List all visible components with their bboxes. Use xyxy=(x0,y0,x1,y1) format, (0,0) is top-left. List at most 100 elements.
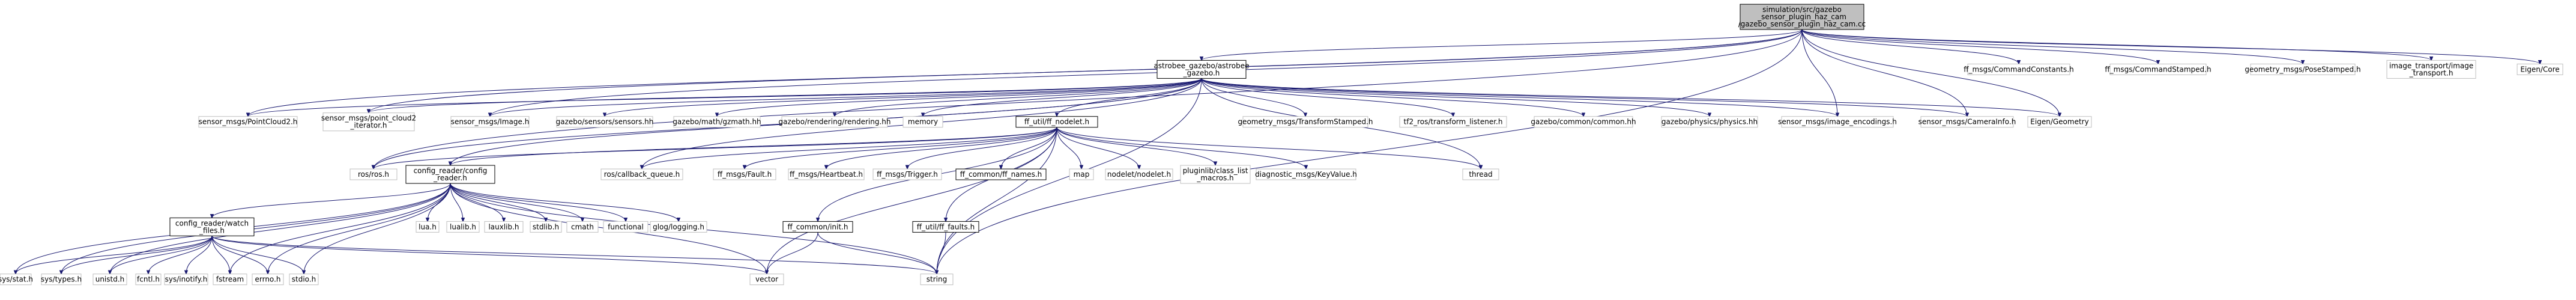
node-label: sensor_msgs/PointCloud2.h xyxy=(199,118,298,126)
node-label: astrobee_gazebo/astrobee xyxy=(1153,61,1249,70)
node-gz-math: gazebo/math/gzmath.hh xyxy=(673,116,761,128)
node-ff-faults[interactable]: ff_util/ff_faults.h xyxy=(912,221,979,233)
node-box xyxy=(1256,168,1356,180)
node-box xyxy=(603,221,649,233)
node-box xyxy=(405,165,495,184)
node-label: stdlib.h xyxy=(533,222,559,231)
node-ff-cmd-stamped: ff_msgs/CommandStamped.h xyxy=(2105,63,2212,75)
node-ff-init[interactable]: ff_common/init.h xyxy=(782,221,853,233)
node-tf2: tf2_ros/transform_listener.h xyxy=(1399,116,1507,128)
edge-astrobee-to-cam-info xyxy=(1201,78,1967,116)
node-pluginlib: pluginlib/class_list_macros.h xyxy=(1180,165,1251,184)
node-gz-physics: gazebo/physics/physics.hh xyxy=(1661,116,1758,128)
edge-ff-init-to-vector xyxy=(767,232,818,274)
node-lua: lua.h xyxy=(416,221,440,233)
node-memory: memory xyxy=(903,116,943,128)
node-geo-tf: geometry_msgs/TransformStamped.h xyxy=(1238,116,1373,128)
node-box xyxy=(2027,116,2092,128)
node-root[interactable]: simulation/src/gazebo_sensor_plugin_haz_… xyxy=(1738,4,1866,30)
node-box xyxy=(650,221,707,233)
node-box xyxy=(1740,4,1864,30)
edge-watch-files-to-fcntl xyxy=(148,236,213,274)
edge-astrobee-to-tf2 xyxy=(1201,78,1453,116)
edge-ff-nodelet-to-pluginlib xyxy=(1056,127,1215,165)
node-label: nodelet/nodelet.h xyxy=(1107,170,1171,179)
edge-ff-nodelet-to-ff-heartbeat xyxy=(826,127,1057,169)
node-pc2-iter: sensor_msgs/point_cloud2_iterator.h xyxy=(321,112,416,132)
node-ff-nodelet[interactable]: ff_util/ff_nodelet.h xyxy=(1015,116,1098,128)
edge-watch-files-to-vector xyxy=(211,235,767,274)
node-box xyxy=(484,221,524,233)
edge-astrobee-to-gz-math xyxy=(717,78,1202,116)
node-ros-h: ros/ros.h xyxy=(349,168,398,180)
edge-astrobee-to-gz-sensors xyxy=(605,78,1202,116)
node-config-reader[interactable]: config_reader/config_reader.h xyxy=(405,165,495,184)
edge-root-to-image xyxy=(490,29,1803,117)
node-box xyxy=(955,168,1047,180)
node-label: ff_common/ff_names.h xyxy=(960,170,1042,179)
edge-config-reader-to-lualib xyxy=(450,183,463,221)
node-label: /gazebo_sensor_plugin_haz_cam.cc xyxy=(1738,20,1866,28)
node-label: vector xyxy=(755,275,778,284)
node-ff-names[interactable]: ff_common/ff_names.h xyxy=(955,168,1047,180)
node-box xyxy=(903,116,943,128)
edge-root-to-string xyxy=(937,29,1803,274)
node-label: fstream xyxy=(216,275,244,284)
edge-watch-files-to-stdio xyxy=(211,236,304,274)
node-string: string xyxy=(920,274,954,286)
node-label: _macros.h xyxy=(1196,174,1233,182)
node-vector: vector xyxy=(749,274,784,286)
node-watch-files[interactable]: config_reader/watch_files.h xyxy=(169,217,255,236)
node-label: tf2_ros/transform_listener.h xyxy=(1404,118,1503,126)
edge-ff-nodelet-to-nodelet xyxy=(1056,127,1139,169)
edge-watch-files-to-sys-inotify xyxy=(186,236,213,274)
node-label: gazebo/math/gzmath.hh xyxy=(673,118,761,126)
node-img-enc: sensor_msgs/image_encodings.h xyxy=(1778,116,1897,128)
node-box xyxy=(92,274,127,286)
node-label: simulation/src/gazebo xyxy=(1762,5,1842,14)
node-label: gazebo/common/common.hh xyxy=(1531,118,1636,126)
node-fcntl: fcntl.h xyxy=(135,274,162,286)
node-label: config_reader/watch xyxy=(175,219,249,227)
edge-config-reader-to-watch-files xyxy=(212,183,451,218)
node-box xyxy=(1967,63,2070,75)
node-label: _sensor_plugin_haz_cam xyxy=(1757,13,1846,21)
edge-root-to-cam-info xyxy=(1801,29,1967,117)
node-box xyxy=(1661,116,1758,128)
node-label: _iterator.h xyxy=(349,121,387,130)
node-ff-cmd-const: ff_msgs/CommandConstants.h xyxy=(1964,63,2074,75)
node-lauxlib: lauxlib.h xyxy=(484,221,524,233)
node-diag-kv: diagnostic_msgs/KeyValue.h xyxy=(1255,168,1357,180)
node-sys-inotify: sys/inotify.h xyxy=(164,274,208,286)
node-label: cmath xyxy=(571,222,594,231)
edge-watch-files-to-string xyxy=(211,235,937,274)
node-box xyxy=(2386,60,2476,79)
node-label: Eigen/Core xyxy=(2520,65,2559,73)
node-image-transport: image_transport/image_transport.h xyxy=(2386,60,2476,79)
node-label: config_reader/config xyxy=(414,167,488,175)
node-lualib: lualib.h xyxy=(446,221,480,233)
edge-ff-nodelet-to-string xyxy=(937,127,1057,274)
node-label: functional xyxy=(608,222,644,231)
edge-watch-files-to-errno xyxy=(211,236,268,274)
node-box xyxy=(1015,116,1098,128)
node-astrobee[interactable]: astrobee_gazebo/astrobee_gazebo.h xyxy=(1153,60,1250,79)
edge-root-to-astrobee xyxy=(1202,29,1803,60)
node-box xyxy=(749,274,784,286)
node-label: sys/inotify.h xyxy=(165,275,208,284)
node-label: lualib.h xyxy=(450,222,476,231)
edge-ff-faults-to-string xyxy=(937,232,946,274)
node-label: ros/ros.h xyxy=(358,170,389,179)
node-ff-trigger: ff_msgs/Trigger.h xyxy=(872,168,942,180)
node-box xyxy=(2109,63,2207,75)
node-geo-pose: geometry_msgs/PoseStamped.h xyxy=(2245,63,2361,75)
edge-root-to-geo-pose xyxy=(1801,29,2303,64)
node-box xyxy=(446,221,480,233)
node-glog: glog/logging.h xyxy=(650,221,707,233)
node-box xyxy=(872,168,942,180)
node-label: ff_msgs/Heartbeat.h xyxy=(790,170,863,179)
node-label: pluginlib/class_list xyxy=(1183,167,1248,175)
edge-astrobee-to-gz-physics xyxy=(1201,78,1710,116)
node-box xyxy=(566,221,599,233)
